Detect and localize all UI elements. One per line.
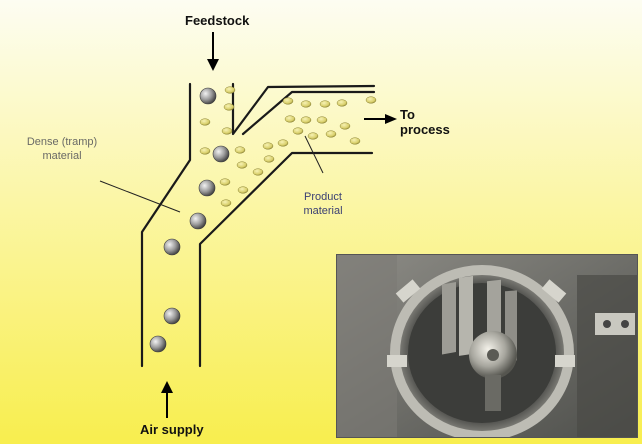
product-particle bbox=[365, 96, 377, 104]
product-particle bbox=[199, 118, 211, 126]
dense-particle bbox=[199, 87, 217, 105]
product-particle bbox=[339, 122, 351, 130]
product-particle bbox=[292, 127, 304, 135]
product-particle bbox=[349, 137, 361, 145]
product-particle bbox=[316, 116, 328, 124]
product-particle bbox=[284, 115, 296, 123]
product-particle bbox=[263, 155, 275, 163]
product-particle bbox=[300, 100, 312, 108]
product-particle bbox=[199, 147, 211, 155]
dense-particle bbox=[163, 238, 181, 256]
dense-particle bbox=[149, 335, 167, 353]
product-particle bbox=[237, 186, 249, 194]
bottom-wall bbox=[198, 151, 374, 368]
dense-particle bbox=[212, 145, 230, 163]
product-particle bbox=[300, 116, 312, 124]
dense-particle bbox=[198, 179, 216, 197]
product-particle bbox=[262, 142, 274, 150]
separator-machine-photo bbox=[336, 254, 638, 438]
product-particle bbox=[319, 100, 331, 108]
product-particle bbox=[221, 127, 233, 135]
feedstock-label: Feedstock bbox=[185, 13, 250, 28]
to-process-arrow bbox=[364, 114, 397, 124]
dense-particle bbox=[189, 212, 207, 230]
dense-material-label: Dense (tramp) material bbox=[26, 136, 98, 162]
product-particle bbox=[234, 146, 246, 154]
product-particle bbox=[223, 103, 235, 111]
left-wall bbox=[140, 82, 192, 368]
feedstock-arrow bbox=[207, 32, 219, 71]
product-particle bbox=[325, 130, 337, 138]
product-particle bbox=[224, 86, 236, 94]
product-particle bbox=[277, 139, 289, 147]
dense-callout-line bbox=[99, 180, 181, 213]
air-supply-label: Air supply bbox=[140, 422, 204, 437]
product-particle bbox=[336, 99, 348, 107]
middle-divider bbox=[241, 90, 376, 136]
product-particle bbox=[219, 178, 231, 186]
dense-particles bbox=[149, 87, 230, 353]
air-supply-arrow bbox=[161, 381, 173, 418]
product-callout-line bbox=[304, 135, 324, 174]
product-material-label: Product material bbox=[303, 191, 343, 217]
product-particle bbox=[282, 97, 294, 105]
product-particle bbox=[236, 161, 248, 169]
product-particle bbox=[220, 199, 232, 207]
dense-particle bbox=[163, 307, 181, 325]
machine-illustration bbox=[337, 255, 637, 437]
product-particle bbox=[307, 132, 319, 140]
product-particles bbox=[199, 86, 377, 207]
to-process-label: To process bbox=[400, 107, 450, 137]
product-particle bbox=[252, 168, 264, 176]
